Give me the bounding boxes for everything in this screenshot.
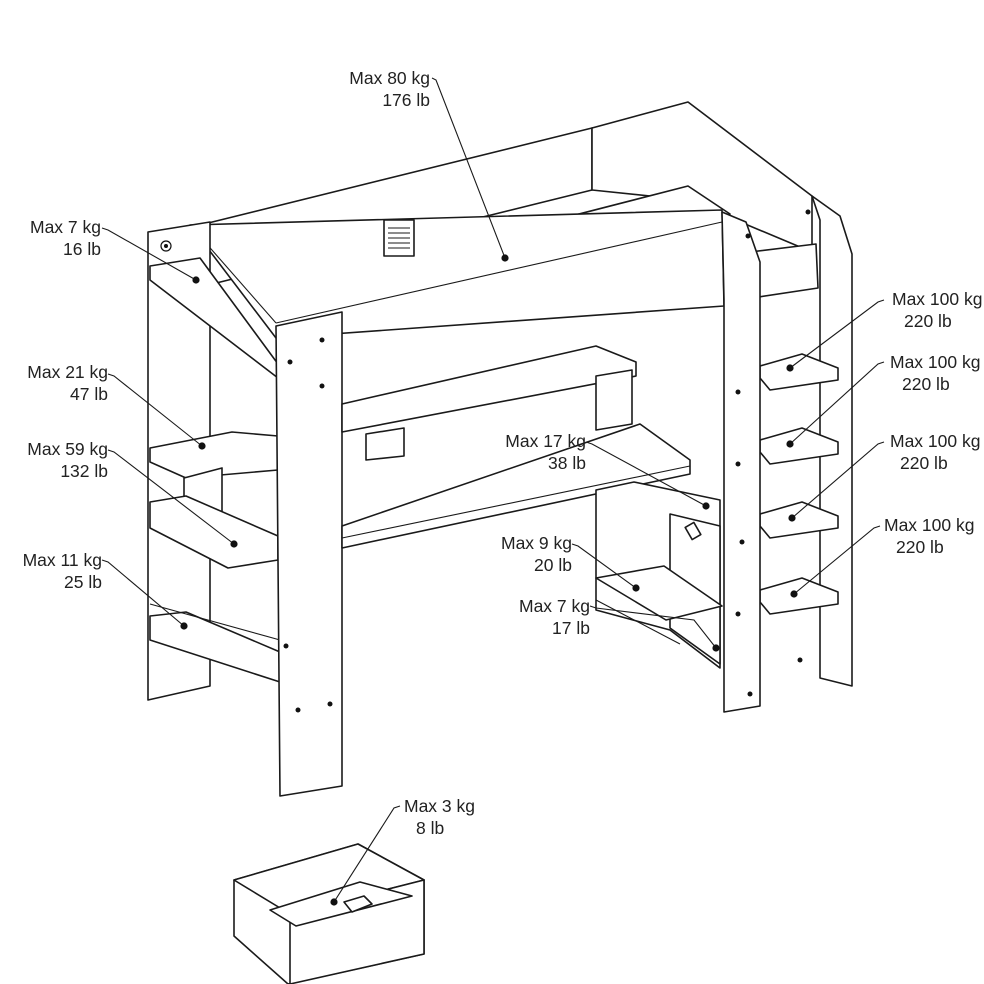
label-drawer-lb: 8 lb — [416, 818, 444, 838]
label-step-2-kg: Max 100 kg — [890, 352, 980, 372]
label-top-shelf-lb: 16 lb — [63, 239, 101, 259]
label-bottom-kg: Max 11 kg — [23, 550, 102, 570]
vent-plate — [383, 219, 415, 257]
label-cabinet-lb: 20 lb — [534, 555, 572, 575]
label-bottom-lb: 25 lb — [64, 572, 102, 592]
dot-cabinet — [632, 584, 640, 592]
callouts — [101, 77, 885, 906]
drawer-inner — [269, 881, 413, 927]
dot-top — [501, 254, 509, 262]
label-top-kg: Max 80 kg — [349, 68, 430, 88]
weight-labels: Max 80 kg 176 lb Max 7 kg 16 lb Max 21 k… — [23, 68, 983, 838]
label-mid-shelf-lb: 47 lb — [70, 384, 108, 404]
label-step-2-lb: 220 lb — [902, 374, 950, 394]
drawer — [233, 843, 425, 984]
dot-cabinet-low — [712, 644, 720, 652]
front-top-beam — [189, 209, 725, 339]
label-step-1-lb: 220 lb — [904, 311, 952, 331]
label-desk-lb: 38 lb — [548, 453, 586, 473]
label-step-1-kg: Max 100 kg — [892, 289, 982, 309]
label-cabinet-kg: Max 9 kg — [501, 533, 572, 553]
label-top-lb: 176 lb — [382, 90, 430, 110]
label-step-4-kg: Max 100 kg — [884, 515, 974, 535]
hutch-support-left — [365, 427, 405, 461]
desk-top — [341, 423, 691, 549]
dot-low-shelf — [230, 540, 238, 548]
label-desk-kg: Max 17 kg — [505, 431, 586, 451]
drawer-handle — [343, 895, 373, 913]
desk-hutch — [341, 345, 637, 433]
label-cabinet-low-kg: Max 7 kg — [519, 596, 590, 616]
dot-desk — [702, 502, 710, 510]
label-mid-shelf-kg: Max 21 kg — [27, 362, 108, 382]
dot-step-2 — [786, 440, 794, 448]
dot-top-shelf — [192, 276, 200, 284]
dot-step-3 — [788, 514, 796, 522]
label-low-shelf-kg: Max 59 kg — [27, 439, 108, 459]
label-top-shelf-kg: Max 7 kg — [30, 217, 101, 237]
left-front-post — [275, 311, 343, 797]
label-cabinet-low-lb: 17 lb — [552, 618, 590, 638]
ladder-front-post — [721, 211, 761, 713]
label-drawer-kg: Max 3 kg — [404, 796, 475, 816]
label-step-3-kg: Max 100 kg — [890, 431, 980, 451]
dot-step-1 — [786, 364, 794, 372]
dot-step-4 — [790, 590, 798, 598]
label-step-3-lb: 220 lb — [900, 453, 948, 473]
bed-frame — [147, 101, 853, 797]
cabinet-shelf — [595, 565, 723, 621]
hutch-support-right — [595, 369, 633, 431]
label-low-shelf-lb: 132 lb — [60, 461, 108, 481]
dot-bottom — [180, 622, 188, 630]
dot-mid-shelf — [198, 442, 206, 450]
label-step-4-lb: 220 lb — [896, 537, 944, 557]
dot-drawer — [330, 898, 338, 906]
